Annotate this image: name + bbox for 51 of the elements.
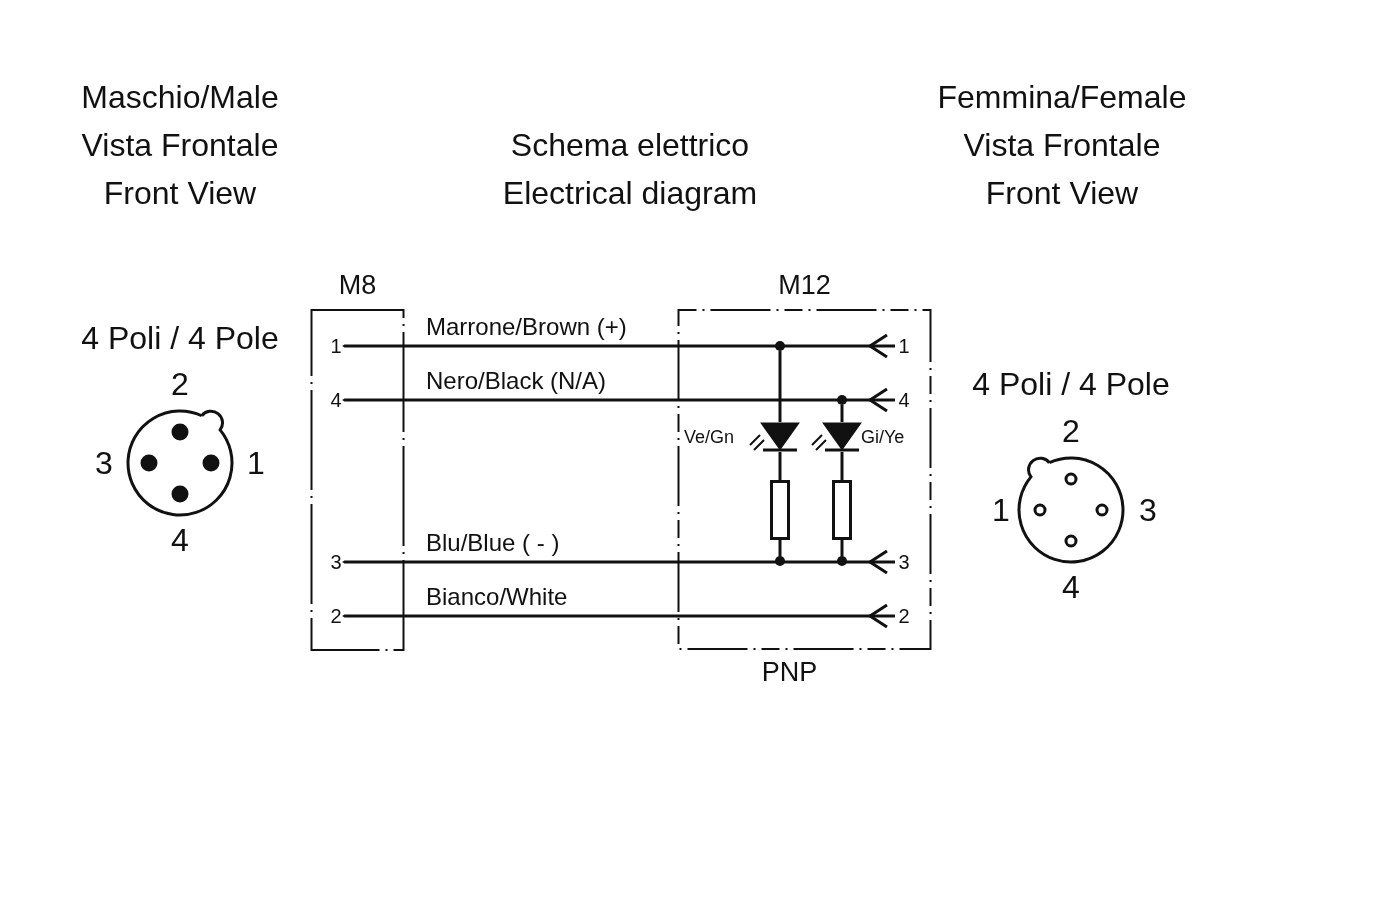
heading: Vista Frontale xyxy=(81,129,279,161)
connector-label: M12 xyxy=(778,271,831,299)
pin-number: 4 xyxy=(1062,571,1080,603)
pole-count: 4 Poli / 4 Pole xyxy=(972,368,1170,400)
wire xyxy=(343,333,895,359)
branch-line xyxy=(778,351,782,422)
wire xyxy=(343,603,895,629)
branch-line xyxy=(778,540,782,556)
heading: Front View xyxy=(985,177,1139,209)
pin-number: 2 xyxy=(171,368,189,400)
pin-number: 1 xyxy=(327,335,345,357)
branch-line xyxy=(840,452,844,480)
wire xyxy=(343,549,895,575)
heading: Schema elettrico xyxy=(510,129,750,161)
pin-number: 1 xyxy=(247,447,265,479)
pin-number: 2 xyxy=(895,605,913,627)
pin-number: 3 xyxy=(327,551,345,573)
pin-number: 4 xyxy=(327,389,345,411)
pin-number: 3 xyxy=(895,551,913,573)
junction-dot xyxy=(837,556,847,566)
wire-label: Marrone/Brown (+) xyxy=(426,315,627,339)
resistor-symbol xyxy=(832,480,852,540)
resistor-symbol xyxy=(770,480,790,540)
junction-dot xyxy=(837,395,847,405)
wire-label: Blu/Blue ( - ) xyxy=(426,531,560,555)
wire-label: Nero/Black (N/A) xyxy=(426,369,607,393)
branch-line xyxy=(778,452,782,480)
wire-label: Bianco/White xyxy=(426,585,568,609)
junction-dot xyxy=(775,341,785,351)
branch-line xyxy=(840,405,844,422)
pin-number: 1 xyxy=(992,494,1010,526)
pin-number: 1 xyxy=(895,335,913,357)
heading: Vista Frontale xyxy=(963,129,1161,161)
led-label: Gi/Ye xyxy=(861,428,905,446)
branch-line xyxy=(840,540,844,556)
pin-number: 3 xyxy=(95,447,113,479)
led-label: Ve/Gn xyxy=(684,428,735,446)
heading: Maschio/Male xyxy=(81,81,279,113)
heading: Electrical diagram xyxy=(502,177,758,209)
pin-number: 4 xyxy=(895,389,913,411)
pin-number: 4 xyxy=(171,524,189,556)
pin-number: 2 xyxy=(327,605,345,627)
connector-label: M8 xyxy=(338,271,377,299)
heading: Femmina/Female xyxy=(937,81,1187,113)
wire xyxy=(343,387,895,413)
pole-count: 4 Poli / 4 Pole xyxy=(81,322,279,354)
pin-number: 2 xyxy=(1062,415,1080,447)
heading: Front View xyxy=(103,177,257,209)
pin-number: 3 xyxy=(1139,494,1157,526)
connector-label: PNP xyxy=(761,658,818,686)
junction-dot xyxy=(775,556,785,566)
